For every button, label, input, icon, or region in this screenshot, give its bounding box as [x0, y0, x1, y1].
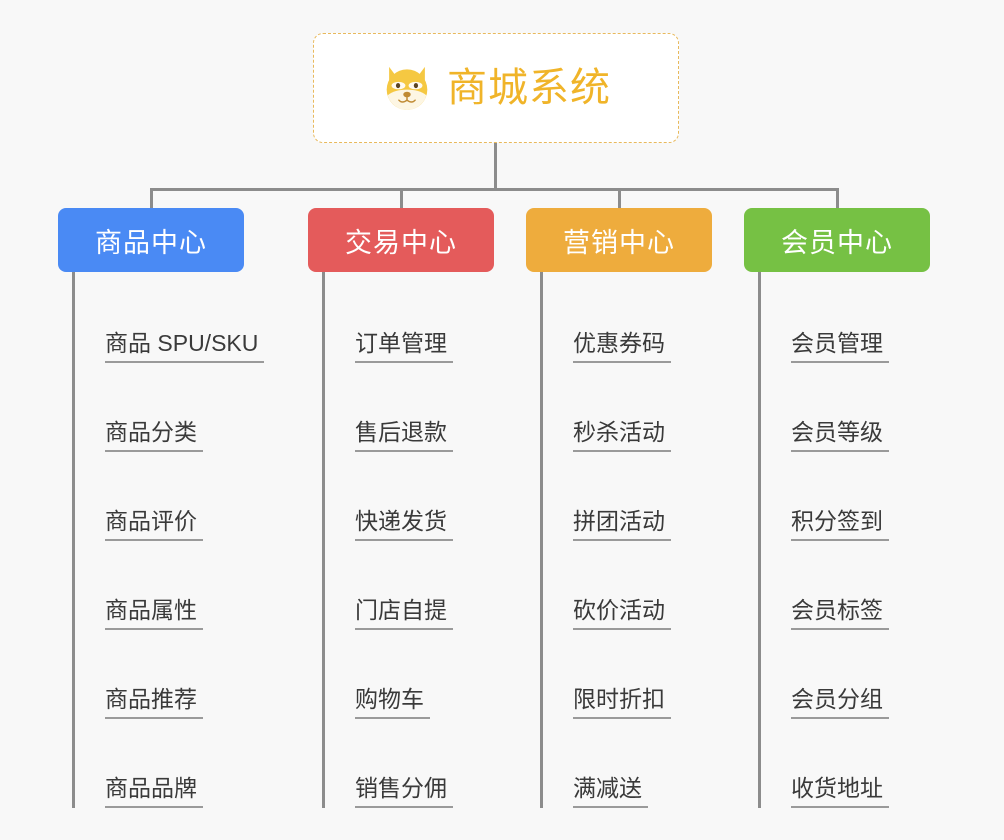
tree-leaf-item[interactable]: 会员管理: [761, 274, 930, 363]
tree-leaf-label: 会员管理: [791, 330, 889, 363]
tree-leaf-item[interactable]: 会员标签: [761, 541, 930, 630]
tree-leaf-label: 会员分组: [791, 686, 889, 719]
connector-drop-2: [400, 188, 403, 210]
tree-leaf-label: 砍价活动: [573, 597, 671, 630]
tree-leaf-label: 积分签到: [791, 508, 889, 541]
connector-drop-4: [836, 188, 839, 210]
tree-leaf-label: 购物车: [355, 686, 430, 719]
tree-leaf-label: 拼团活动: [573, 508, 671, 541]
tree-leaf-item[interactable]: 门店自提: [325, 541, 494, 630]
tree-leaf-label: 满减送: [573, 775, 648, 808]
tree-leaf-item[interactable]: 会员等级: [761, 363, 930, 452]
branch-header-member-center[interactable]: 会员中心: [744, 208, 930, 272]
tree-leaf-item[interactable]: 销售分佣: [325, 719, 494, 808]
tree-leaf-label: 商品分类: [105, 419, 203, 452]
tree-leaf-label: 订单管理: [355, 330, 453, 363]
tree-leaf-item[interactable]: 收货地址: [761, 719, 930, 808]
tree-leaf-label: 商品评价: [105, 508, 203, 541]
branch-items-product-center: 商品 SPU/SKU 商品分类 商品评价 商品属性 商品推荐 商品品牌: [72, 272, 265, 808]
branch-header-product-center[interactable]: 商品中心: [58, 208, 244, 272]
branch-header-marketing-center[interactable]: 营销中心: [526, 208, 712, 272]
tree-leaf-label: 商品 SPU/SKU: [105, 330, 265, 363]
tree-leaf-label: 售后退款: [355, 419, 453, 452]
tree-leaf-item[interactable]: 商品品牌: [75, 719, 244, 808]
branch-trade-center: 交易中心 订单管理 售后退款 快递发货 门店自提 购物车 销售分佣: [308, 208, 494, 808]
tree-leaf-item[interactable]: 商品分类: [75, 363, 244, 452]
branch-header-label: 会员中心: [781, 227, 893, 258]
tree-leaf-item[interactable]: 会员分组: [761, 630, 930, 719]
branch-header-trade-center[interactable]: 交易中心: [308, 208, 494, 272]
tree-leaf-label: 商品属性: [105, 597, 203, 630]
branch-items-member-center: 会员管理 会员等级 积分签到 会员标签 会员分组 收货地址: [758, 272, 930, 808]
tree-leaf-item[interactable]: 积分签到: [761, 452, 930, 541]
tree-leaf-item[interactable]: 商品推荐: [75, 630, 244, 719]
branch-items-trade-center: 订单管理 售后退款 快递发货 门店自提 购物车 销售分佣: [322, 272, 494, 808]
tree-leaf-label: 商品品牌: [105, 775, 203, 808]
tree-leaf-label: 优惠券码: [573, 330, 671, 363]
tree-leaf-item[interactable]: 订单管理: [325, 274, 494, 363]
connector-drop-3: [618, 188, 621, 210]
tree-leaf-label: 会员等级: [791, 419, 889, 452]
tree-leaf-item[interactable]: 售后退款: [325, 363, 494, 452]
tree-leaf-item[interactable]: 商品 SPU/SKU: [75, 274, 265, 363]
dog-face-icon: [386, 66, 428, 110]
branch-product-center: 商品中心 商品 SPU/SKU 商品分类 商品评价 商品属性 商品推荐 商品品牌: [58, 208, 265, 808]
tree-leaf-item[interactable]: 快递发货: [325, 452, 494, 541]
tree-leaf-item[interactable]: 满减送: [543, 719, 712, 808]
connector-horizontal-bus: [150, 188, 837, 191]
tree-leaf-item[interactable]: 砍价活动: [543, 541, 712, 630]
branch-member-center: 会员中心 会员管理 会员等级 积分签到 会员标签 会员分组 收货地址: [744, 208, 930, 808]
tree-leaf-item[interactable]: 购物车: [325, 630, 494, 719]
tree-leaf-label: 限时折扣: [573, 686, 671, 719]
tree-leaf-item[interactable]: 拼团活动: [543, 452, 712, 541]
branch-header-label: 营销中心: [563, 227, 675, 258]
tree-leaf-label: 收货地址: [791, 775, 889, 808]
tree-leaf-label: 商品推荐: [105, 686, 203, 719]
branch-header-label: 商品中心: [95, 227, 207, 258]
tree-leaf-item[interactable]: 商品属性: [75, 541, 244, 630]
tree-leaf-label: 秒杀活动: [573, 419, 671, 452]
tree-leaf-item[interactable]: 优惠券码: [543, 274, 712, 363]
root-node-title: 商城系统: [447, 66, 611, 110]
tree-leaf-item[interactable]: 限时折扣: [543, 630, 712, 719]
connector-drop-1: [150, 188, 153, 210]
tree-leaf-label: 门店自提: [355, 597, 453, 630]
branch-marketing-center: 营销中心 优惠券码 秒杀活动 拼团活动 砍价活动 限时折扣 满减送: [526, 208, 712, 808]
branch-header-label: 交易中心: [345, 227, 457, 258]
tree-leaf-label: 会员标签: [791, 597, 889, 630]
tree-leaf-item[interactable]: 商品评价: [75, 452, 244, 541]
connector-root-stem: [494, 143, 497, 190]
tree-leaf-label: 销售分佣: [355, 775, 453, 808]
tree-leaf-label: 快递发货: [355, 508, 453, 541]
branch-items-marketing-center: 优惠券码 秒杀活动 拼团活动 砍价活动 限时折扣 满减送: [540, 272, 712, 808]
tree-leaf-item[interactable]: 秒杀活动: [543, 363, 712, 452]
root-node-mall-system[interactable]: 商城系统: [313, 33, 679, 143]
